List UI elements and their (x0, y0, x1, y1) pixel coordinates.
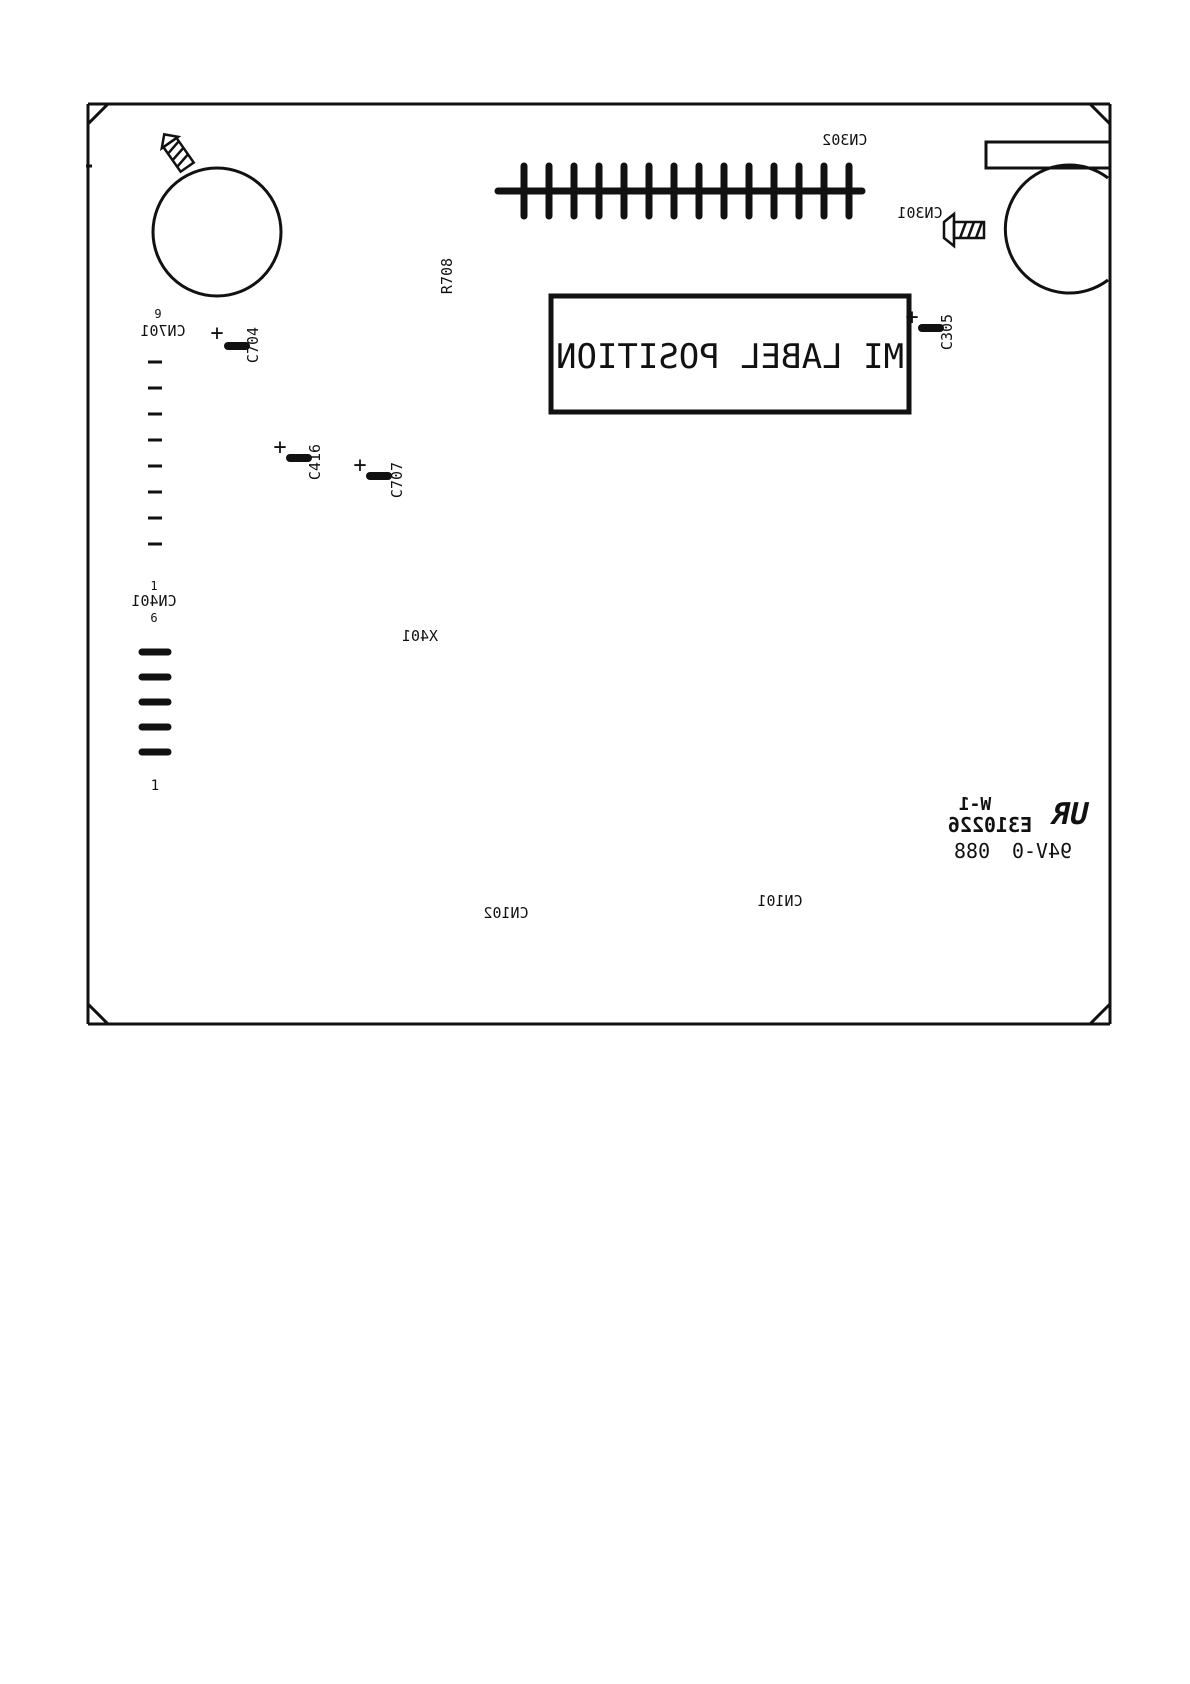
label-cn102: CN102 (483, 904, 528, 922)
label-cn101: CN101 (757, 892, 802, 910)
corner-notch-marks (88, 104, 1110, 1024)
label-c704: C704 (244, 327, 262, 363)
ul-file-number: E310226 (948, 813, 1032, 837)
label-pin-1: 1 (151, 778, 159, 794)
polarity-mark: + (210, 321, 223, 346)
mounting-hole-left (153, 168, 281, 296)
label-c305: C305 (938, 314, 956, 350)
label-cn701: CN701 (140, 322, 185, 340)
label-c416: C416 (306, 444, 324, 480)
label-cn302: CN302 (822, 131, 867, 149)
label-c707: C707 (388, 462, 406, 498)
screw-icon (156, 129, 195, 173)
label-r708: R708 (438, 258, 456, 294)
cn302-header (498, 166, 862, 216)
label-x401: X401 (402, 627, 438, 645)
ul-code: 088 (954, 839, 990, 863)
label-cn401-pin6: 6 (150, 611, 157, 625)
polarity-mark: + (353, 453, 366, 478)
label-position-text: MI LABEL POSITION (556, 337, 904, 377)
ul-marking: W-1 UR E310226 94V-0 088 (948, 794, 1092, 863)
cn401-pins (142, 652, 168, 752)
ul-logo-icon: UR (1048, 797, 1092, 832)
polarity-mark: + (273, 435, 286, 460)
board-outline (88, 104, 1110, 1024)
label-cn401-pin1: 1 (150, 579, 157, 593)
mounting-hole-right (1005, 165, 1108, 293)
label-cn301: CN301 (897, 204, 942, 222)
label-cn401: CN401 (131, 592, 176, 610)
ul-rating: 94V-0 (1012, 839, 1072, 863)
cn701-pins (148, 362, 162, 544)
ul-type: W-1 (959, 794, 992, 815)
connector-tab (986, 142, 1110, 168)
polarity-mark: + (905, 305, 918, 330)
label-cn701-pin9: 9 (154, 307, 161, 321)
screw-icon (944, 214, 984, 246)
